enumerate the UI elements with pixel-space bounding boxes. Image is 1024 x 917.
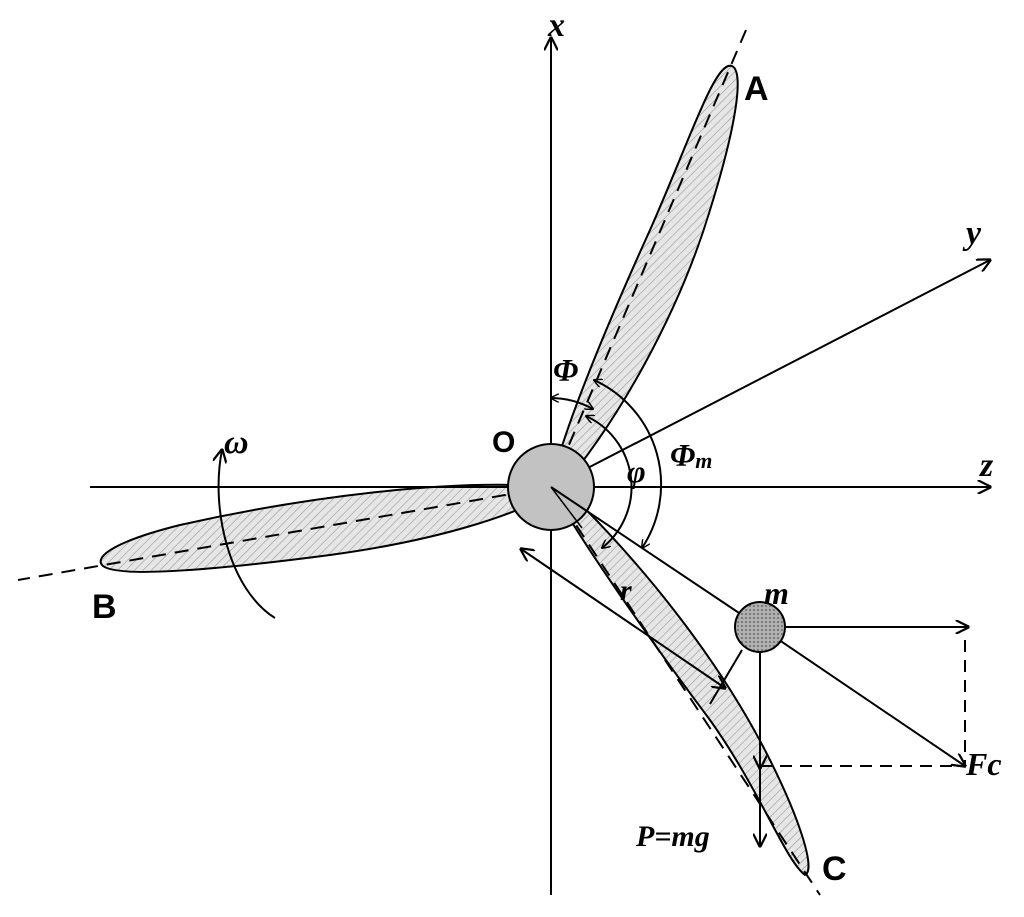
phi-m-label: Φm — [670, 437, 712, 473]
centerline-a — [550, 29, 747, 488]
omega-label: ω — [224, 424, 249, 461]
radius-dimension-tick — [709, 649, 743, 705]
labels: x y z A B C O ω Φ φ Φm m r Fc P=mg — [92, 7, 1002, 888]
origin-label: O — [492, 426, 515, 459]
phi-lower-label: φ — [627, 453, 646, 489]
blade-b-label: B — [92, 588, 117, 626]
axis-z-label: z — [979, 447, 994, 484]
radius-label: r — [620, 574, 632, 607]
mass-label: m — [764, 575, 789, 611]
phi-upper-label: Φ — [553, 352, 578, 388]
phi-m-main: Φ — [670, 437, 695, 473]
arc-phi-upper — [551, 398, 593, 409]
force-vectors — [760, 627, 968, 846]
blade-b — [99, 483, 557, 573]
phi-m-subscript: m — [695, 448, 712, 473]
radius-lines — [521, 486, 761, 705]
axis-y-label: y — [962, 215, 982, 252]
hub-spoke — [550, 486, 583, 529]
arc-omega — [219, 450, 276, 619]
radius-dimension — [521, 549, 725, 688]
blade-a-label: A — [744, 70, 769, 108]
axis-x-label: x — [547, 7, 565, 44]
arc-phi-m — [594, 380, 663, 548]
centerline-b — [17, 486, 552, 581]
mass-point — [734, 601, 786, 653]
blade-a — [549, 64, 739, 494]
blade-c-label: C — [822, 850, 847, 888]
weight-label: P=mg — [635, 820, 710, 853]
centrifugal-force-vector — [759, 626, 965, 766]
force-c-label: Fc — [965, 746, 1002, 782]
blade-c — [549, 480, 810, 877]
